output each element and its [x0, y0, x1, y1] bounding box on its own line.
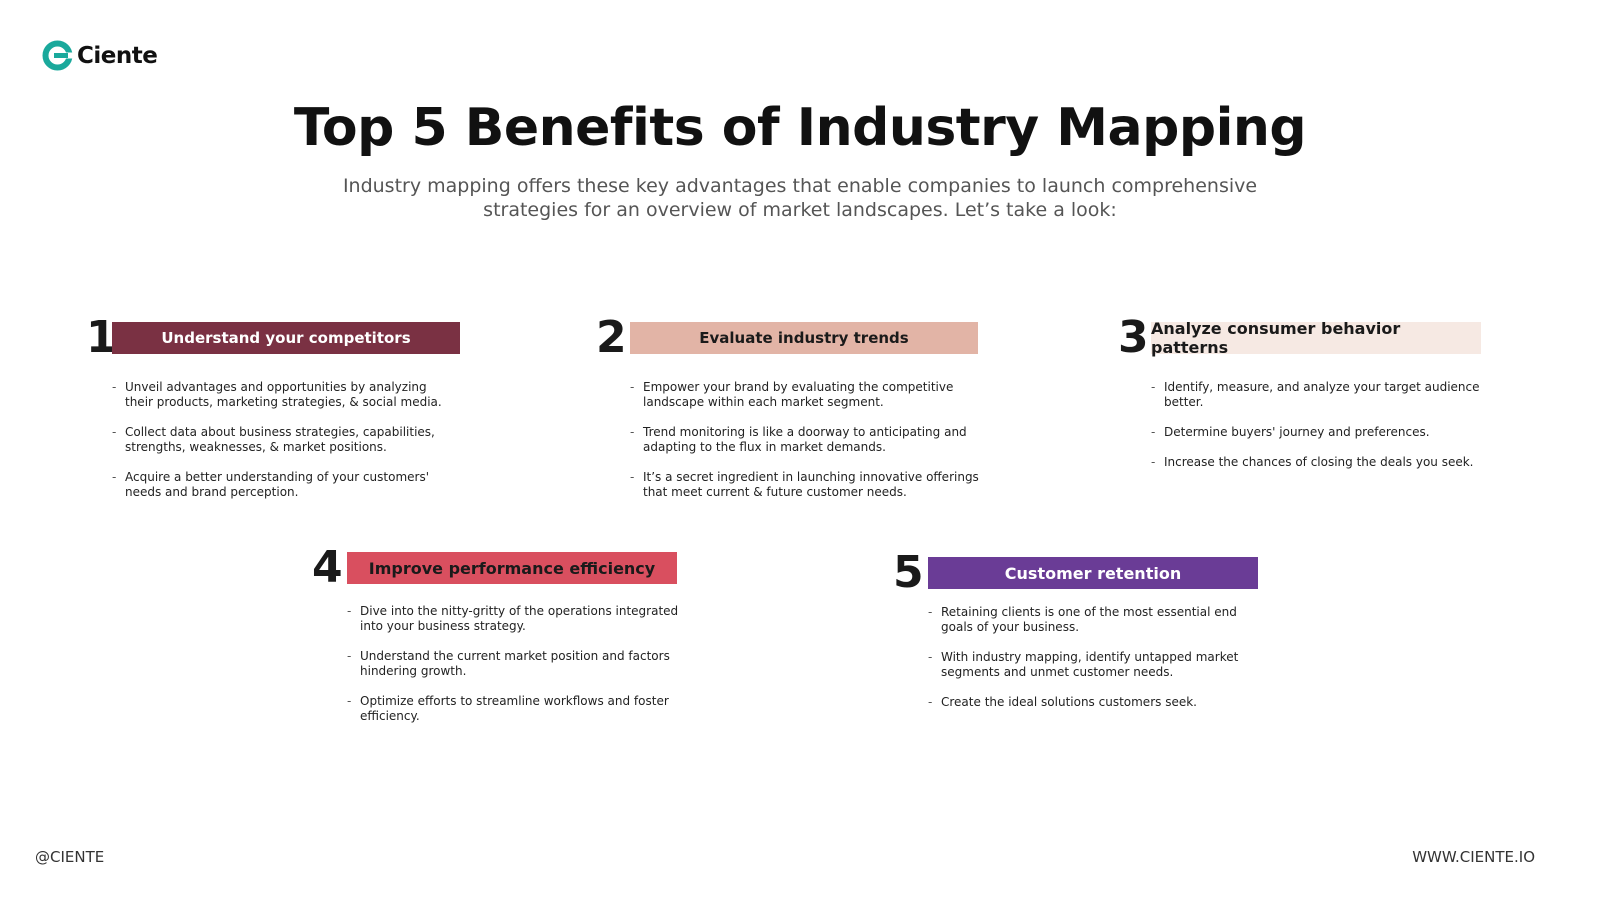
benefit-bullets: Empower your brand by evaluating the com…: [630, 380, 980, 500]
benefit-card-1: 1 Understand your competitors Unveil adv…: [86, 316, 460, 515]
benefit-title-bar: Customer retention: [928, 557, 1258, 589]
bullet-item: Create the ideal solutions customers see…: [928, 695, 1268, 710]
website-link[interactable]: WWW.CIENTE.IO: [1412, 848, 1535, 866]
benefit-card-3: 3 Analyze consumer behavior patterns Ide…: [1118, 316, 1486, 485]
benefit-bullets: Unveil advantages and opportunities by a…: [112, 380, 452, 500]
bullet-item: Unveil advantages and opportunities by a…: [112, 380, 452, 410]
bullet-item: Retaining clients is one of the most ess…: [928, 605, 1268, 635]
brand-logo: Ciente: [42, 40, 158, 71]
benefit-bullets: Dive into the nitty-gritty of the operat…: [347, 604, 687, 724]
bullet-item: With industry mapping, identify untapped…: [928, 650, 1268, 680]
benefit-number: 1: [86, 312, 117, 363]
ciente-logo-icon: [42, 40, 74, 71]
benefit-title-bar: Evaluate industry trends: [630, 322, 978, 354]
benefit-title-bar: Understand your competitors: [112, 322, 460, 354]
subtitle-line: Industry mapping offers these key advant…: [342, 175, 1258, 197]
benefit-number: 2: [596, 312, 627, 363]
bullet-item: Trend monitoring is like a doorway to an…: [630, 425, 980, 455]
bullet-item: Identify, measure, and analyze your targ…: [1151, 380, 1486, 410]
page-title: Top 5 Benefits of Industry Mapping: [293, 98, 1307, 158]
bullet-item: Optimize efforts to streamline workflows…: [347, 694, 687, 724]
benefit-bullets: Retaining clients is one of the most ess…: [928, 605, 1268, 710]
bullet-item: Acquire a better understanding of your c…: [112, 470, 452, 500]
bullet-item: It’s a secret ingredient in launching in…: [630, 470, 980, 500]
benefit-card-5: 5 Customer retention Retaining clients i…: [893, 551, 1268, 725]
brand-name: Ciente: [77, 42, 158, 69]
benefit-number: 3: [1118, 312, 1149, 363]
benefit-number: 4: [312, 542, 343, 593]
benefit-title-bar: Improve performance efficiency: [347, 552, 677, 584]
benefit-title-bar: Analyze consumer behavior patterns: [1151, 319, 1481, 357]
social-handle: @CIENTE: [35, 848, 105, 866]
bullet-item: Collect data about business strategies, …: [112, 425, 452, 455]
benefit-card-2: 2 Evaluate industry trends Empower your …: [596, 316, 980, 515]
bullet-item: Empower your brand by evaluating the com…: [630, 380, 980, 410]
benefit-card-4: 4 Improve performance efficiency Dive in…: [312, 546, 687, 739]
subtitle-line: strategies for an overview of market lan…: [483, 199, 1117, 221]
benefit-number: 5: [893, 547, 924, 598]
page-subtitle: Industry mapping offers these key advant…: [0, 174, 1600, 222]
bullet-item: Understand the current market position a…: [347, 649, 687, 679]
benefit-bullets: Identify, measure, and analyze your targ…: [1151, 380, 1486, 470]
bullet-item: Dive into the nitty-gritty of the operat…: [347, 604, 687, 634]
bullet-item: Increase the chances of closing the deal…: [1151, 455, 1486, 470]
bullet-item: Determine buyers' journey and preference…: [1151, 425, 1486, 440]
